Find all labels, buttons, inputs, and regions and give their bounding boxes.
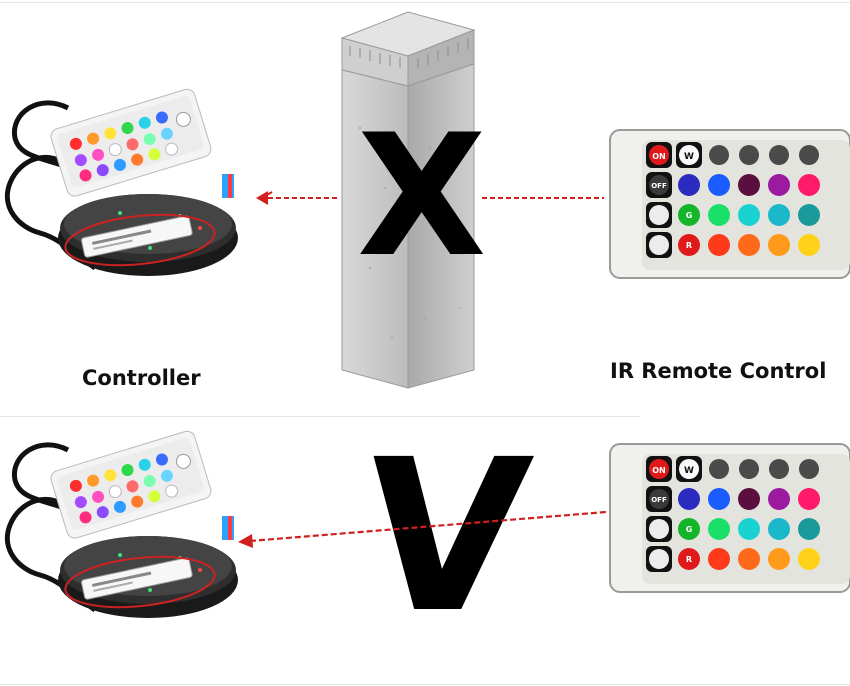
ir-remote-top: ON W OFF G R [606, 128, 850, 280]
mini-remote-buttons-top [69, 111, 191, 182]
controller-highlight-ellipse [64, 213, 216, 267]
divider-middle [0, 416, 640, 417]
led-strip-kit-bottom [4, 430, 238, 618]
arrow-top-left [261, 191, 338, 199]
on-key-label: ON [652, 152, 666, 161]
led-strip-kit-top [4, 88, 238, 276]
green-key-label: G [686, 211, 693, 220]
ir-remote-bottom: ON W OFF G R [606, 442, 850, 594]
pillar-obstacle [340, 11, 476, 389]
green-key-label-2: G [686, 525, 693, 534]
red-key-label-2: R [686, 555, 692, 564]
ir-remote-label: IR Remote Control [610, 359, 827, 383]
white-key-label-2: W [684, 466, 694, 476]
off-key-label: OFF [651, 182, 667, 190]
divider-top [0, 2, 850, 3]
red-key-label: R [686, 241, 692, 250]
mini-remote-buttons-bottom [69, 453, 191, 524]
on-key-label-2: ON [652, 466, 666, 475]
off-key-label-2: OFF [651, 496, 667, 504]
white-key-label: W [684, 152, 694, 162]
controller-label: Controller [82, 366, 201, 390]
divider-bottom [0, 684, 850, 685]
blocked-mark: X [357, 98, 487, 294]
